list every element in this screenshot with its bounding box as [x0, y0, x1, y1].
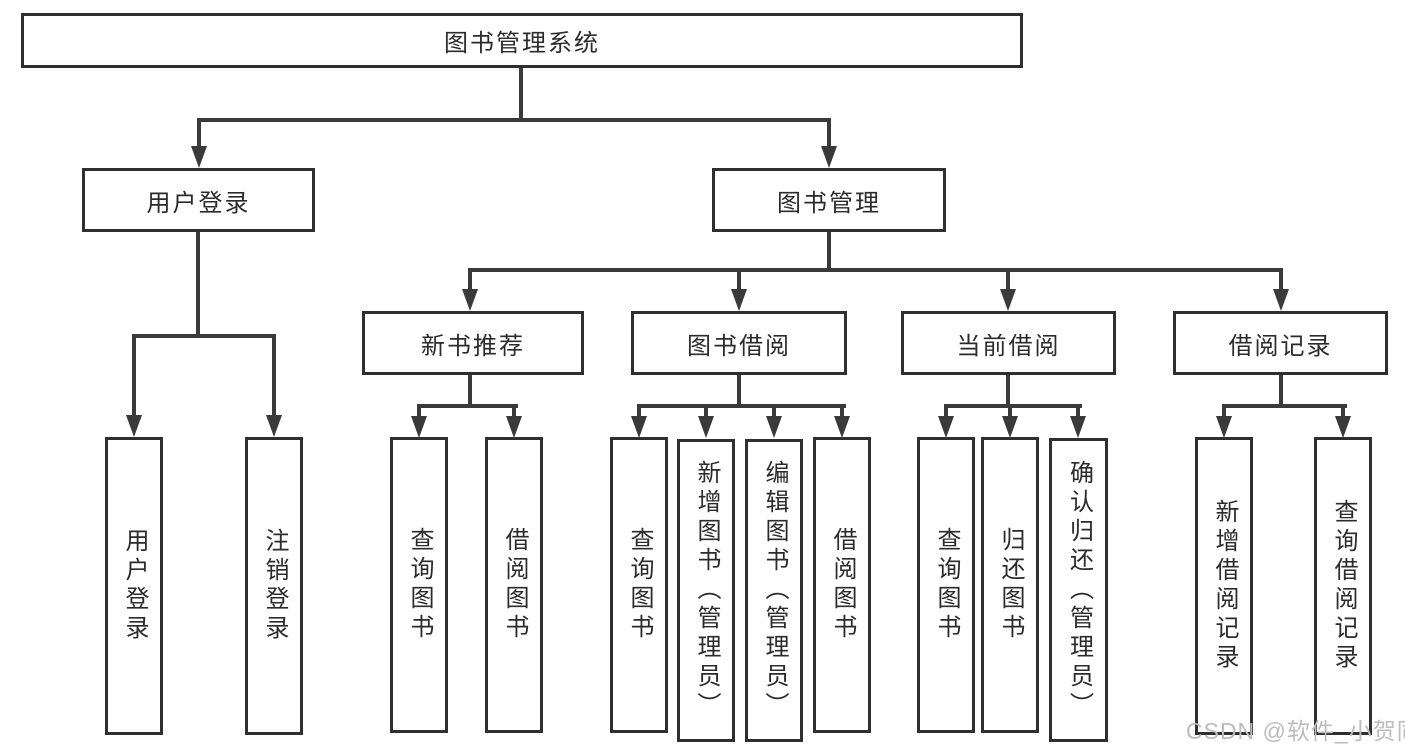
node-new-book-recommend: 新书推荐 — [362, 311, 584, 375]
arrow-down-icon — [462, 289, 478, 311]
leaf-borrow-books-1-label: 借阅图书 — [501, 527, 528, 643]
leaf-edit-books-admin: 编辑图书（管理员） — [745, 439, 803, 742]
node-root: 图书管理系统 — [21, 13, 1023, 68]
leaf-query-books-2-label: 查询图书 — [626, 527, 653, 643]
arrow-down-icon — [698, 416, 714, 438]
node-user-login: 用户登录 — [82, 168, 315, 232]
leaf-query-books-2: 查询图书 — [610, 437, 668, 733]
node-borrow-records-label: 借阅记录 — [1228, 332, 1333, 360]
arrow-down-icon — [126, 415, 142, 437]
node-current-borrow: 当前借阅 — [901, 311, 1116, 375]
leaf-add-borrow-record-label: 新增借阅记录 — [1211, 499, 1238, 673]
connector-line — [704, 404, 708, 418]
leaf-logout-label: 注销登录 — [261, 528, 288, 644]
connector-line — [417, 404, 421, 418]
connector-line — [637, 404, 846, 408]
leaf-add-books-admin-label: 新增图书（管理员） — [693, 460, 720, 721]
arrow-down-icon — [506, 416, 522, 438]
arrow-down-icon — [766, 416, 782, 438]
arrow-down-icon — [1002, 416, 1018, 438]
leaf-query-books-3: 查询图书 — [917, 437, 975, 733]
connector-line — [827, 232, 831, 270]
connector-line — [519, 68, 523, 118]
leaf-return-books: 归还图书 — [981, 437, 1039, 733]
arrow-down-icon — [938, 416, 954, 438]
arrow-down-icon — [1335, 416, 1351, 438]
leaf-query-books-1: 查询图书 — [390, 437, 448, 733]
connector-line — [197, 118, 201, 148]
connector-line — [196, 232, 200, 336]
node-borrow-records: 借阅记录 — [1173, 311, 1388, 375]
connector-line — [272, 334, 276, 417]
leaf-query-books-1-label: 查询图书 — [406, 527, 433, 643]
connector-line — [468, 268, 472, 291]
connector-line — [772, 404, 776, 418]
watermark: CSDN @软件_小贺同学 — [1186, 718, 1405, 744]
connector-line — [197, 118, 831, 122]
leaf-edit-books-admin-label: 编辑图书（管理员） — [761, 460, 788, 721]
arrow-down-icon — [1000, 289, 1016, 311]
connector-line — [1076, 404, 1080, 418]
leaf-borrow-books-1: 借阅图书 — [485, 437, 543, 733]
arrow-down-icon — [834, 416, 850, 438]
connector-line — [468, 375, 472, 406]
node-book-borrow-label: 图书借阅 — [687, 332, 791, 360]
connector-line — [827, 118, 831, 148]
connector-line — [944, 404, 1082, 408]
leaf-add-borrow-record: 新增借阅记录 — [1195, 437, 1253, 735]
arrow-down-icon — [821, 146, 837, 168]
leaf-query-borrow-record: 查询借阅记录 — [1314, 437, 1372, 735]
leaf-query-borrow-record-label: 查询借阅记录 — [1330, 499, 1357, 673]
arrow-down-icon — [191, 146, 207, 168]
connector-line — [944, 404, 948, 418]
arrow-down-icon — [1070, 416, 1086, 438]
leaf-logout: 注销登录 — [245, 437, 303, 735]
arrow-down-icon — [266, 415, 282, 437]
node-new-book-recommend-label: 新书推荐 — [421, 332, 525, 360]
leaf-add-books-admin: 新增图书（管理员） — [677, 439, 735, 742]
connector-line — [1006, 375, 1010, 406]
node-current-borrow-label: 当前借阅 — [956, 332, 1061, 360]
node-book-management: 图书管理 — [712, 168, 946, 232]
node-root-label: 图书管理系统 — [444, 30, 600, 57]
connector-line — [1279, 268, 1283, 291]
arrow-down-icon — [631, 416, 647, 438]
leaf-confirm-return-admin-label: 确认归还（管理员） — [1065, 459, 1093, 721]
leaf-borrow-books-2-label: 借阅图书 — [829, 527, 856, 643]
connector-line — [1222, 404, 1347, 408]
connector-line — [737, 375, 741, 406]
connector-line — [512, 404, 516, 418]
node-book-borrow: 图书借阅 — [631, 311, 847, 375]
connector-line — [1008, 404, 1012, 418]
connector-line — [637, 404, 641, 418]
leaf-borrow-books-2: 借阅图书 — [813, 437, 871, 733]
connector-line — [840, 404, 844, 418]
node-user-login-label: 用户登录 — [146, 189, 251, 217]
connector-line — [132, 334, 276, 338]
connector-line — [417, 404, 518, 408]
node-book-management-label: 图书管理 — [777, 189, 881, 217]
arrow-down-icon — [1216, 416, 1232, 438]
connector-line — [737, 268, 741, 291]
leaf-confirm-return-admin: 确认归还（管理员） — [1049, 438, 1108, 742]
arrow-down-icon — [411, 416, 427, 438]
leaf-return-books-label: 归还图书 — [997, 527, 1024, 643]
arrow-down-icon — [731, 289, 747, 311]
connector-line — [1006, 268, 1010, 291]
leaf-query-books-3-label: 查询图书 — [933, 527, 960, 643]
leaf-user-login-label: 用户登录 — [121, 528, 148, 644]
connector-line — [132, 334, 136, 417]
connector-line — [1341, 404, 1345, 418]
connector-line — [1222, 404, 1226, 418]
leaf-user-login: 用户登录 — [105, 437, 163, 735]
arrow-down-icon — [1273, 289, 1289, 311]
connector-line — [468, 268, 1283, 272]
connector-line — [1279, 375, 1283, 406]
